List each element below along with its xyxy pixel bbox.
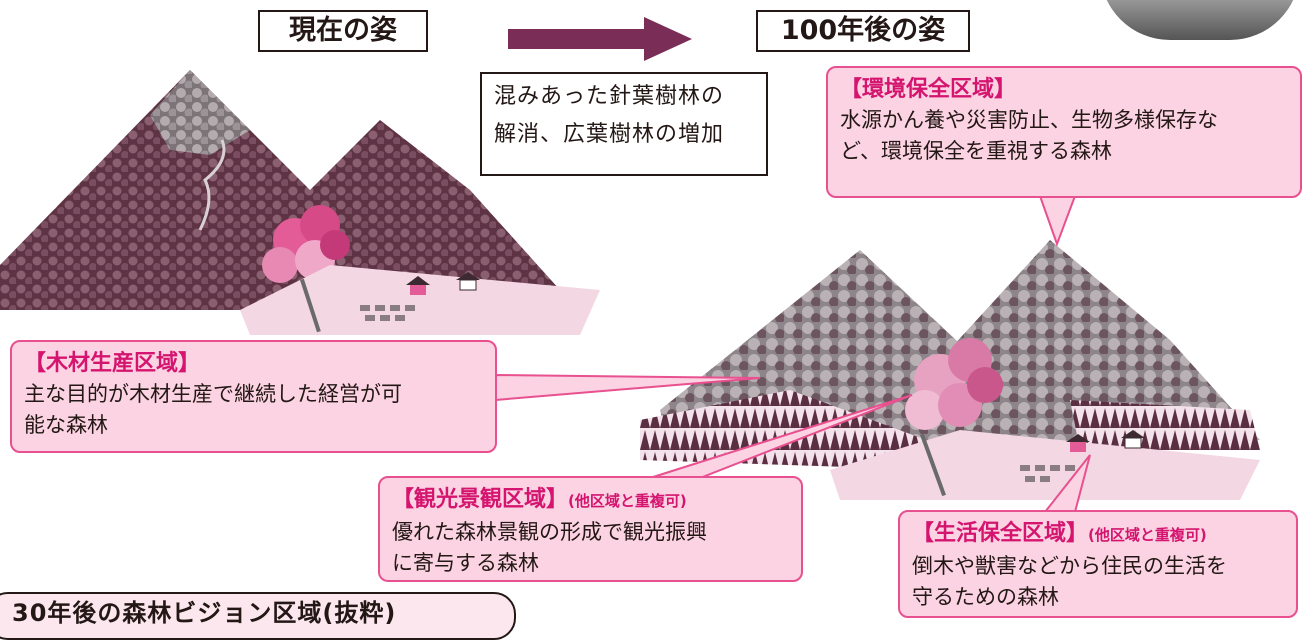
future-broadleaf-cluster [905,338,1003,430]
env-conservation-line2: ど、環境保全を重視する森林 [840,139,1112,163]
env-conservation-line1: 水源かん養や災害防止、生物多様保存な [840,108,1218,132]
current-state-text: 現在の姿 [289,15,397,46]
future-houses [1066,430,1145,452]
presenter-photo [1100,0,1300,40]
life-protection-title: 【生活保全区域】 [912,521,1089,546]
change-note-line1: 混みあった針葉樹林の [494,84,725,109]
current-right-mountain [270,120,560,310]
tourism-landscape-line2: に寄与する森林 [392,551,539,575]
current-houses [406,272,480,295]
timber-production-line1: 主な目的が木材生産で継続した経営が可 [24,382,402,406]
current-left-peak [150,70,250,155]
timber-production-line2: 能な森林 [24,413,108,437]
current-state-label: 現在の姿 [258,10,428,52]
change-note: 混みあった針葉樹林の 解消、広葉樹林の増加 [480,72,768,176]
env-conservation-callout: 【環境保全区域】 水源かん養や災害防止、生物多様保存な ど、環境保全を重視する森… [826,66,1302,198]
life-protection-line2: 守るための森林 [912,585,1059,609]
forest-vision-tag-text: 30年後の森林ビジョン区域(抜粋) [12,599,397,627]
current-stream [198,139,226,231]
current-forest-illustration [0,70,600,335]
tourism-landscape-callout: 【観光景観区域】(他区域と重複可) 優れた森林景観の形成で観光振興 に寄与する森… [378,476,803,582]
forest-vision-tag: 30年後の森林ビジョン区域(抜粋) [0,592,516,640]
env-conservation-title: 【環境保全区域】 [840,77,1017,102]
future-state-label: 100年後の姿 [756,10,970,52]
transition-arrow [508,17,692,61]
timber-production-title: 【木材生産区域】 [24,351,201,376]
current-valley-ground [240,265,600,335]
life-protection-callout: 【生活保全区域】(他区域と重複可) 倒木や獣害などから住民の生活を 守るための森… [898,510,1298,618]
timber-production-callout: 【木材生産区域】 主な目的が木材生産で継続した経営が可 能な森林 [10,340,497,453]
future-right-conifers [1070,400,1260,450]
future-right-mountain [940,240,1260,450]
tourism-landscape-line1: 優れた森林景観の形成で観光振興 [392,520,707,544]
change-note-line2: 解消、広葉樹林の増加 [494,122,725,147]
tourism-landscape-title: 【観光景観区域】 [392,487,569,512]
tourism-landscape-overlap-note: (他区域と重複可) [568,492,687,510]
future-forest-illustration [640,240,1260,500]
life-protection-overlap-note: (他区域と重複可) [1088,526,1207,544]
life-protection-line1: 倒木や獣害などから住民の生活を [912,554,1227,578]
future-state-text: 100年後の姿 [780,15,946,46]
current-fields [360,305,415,321]
